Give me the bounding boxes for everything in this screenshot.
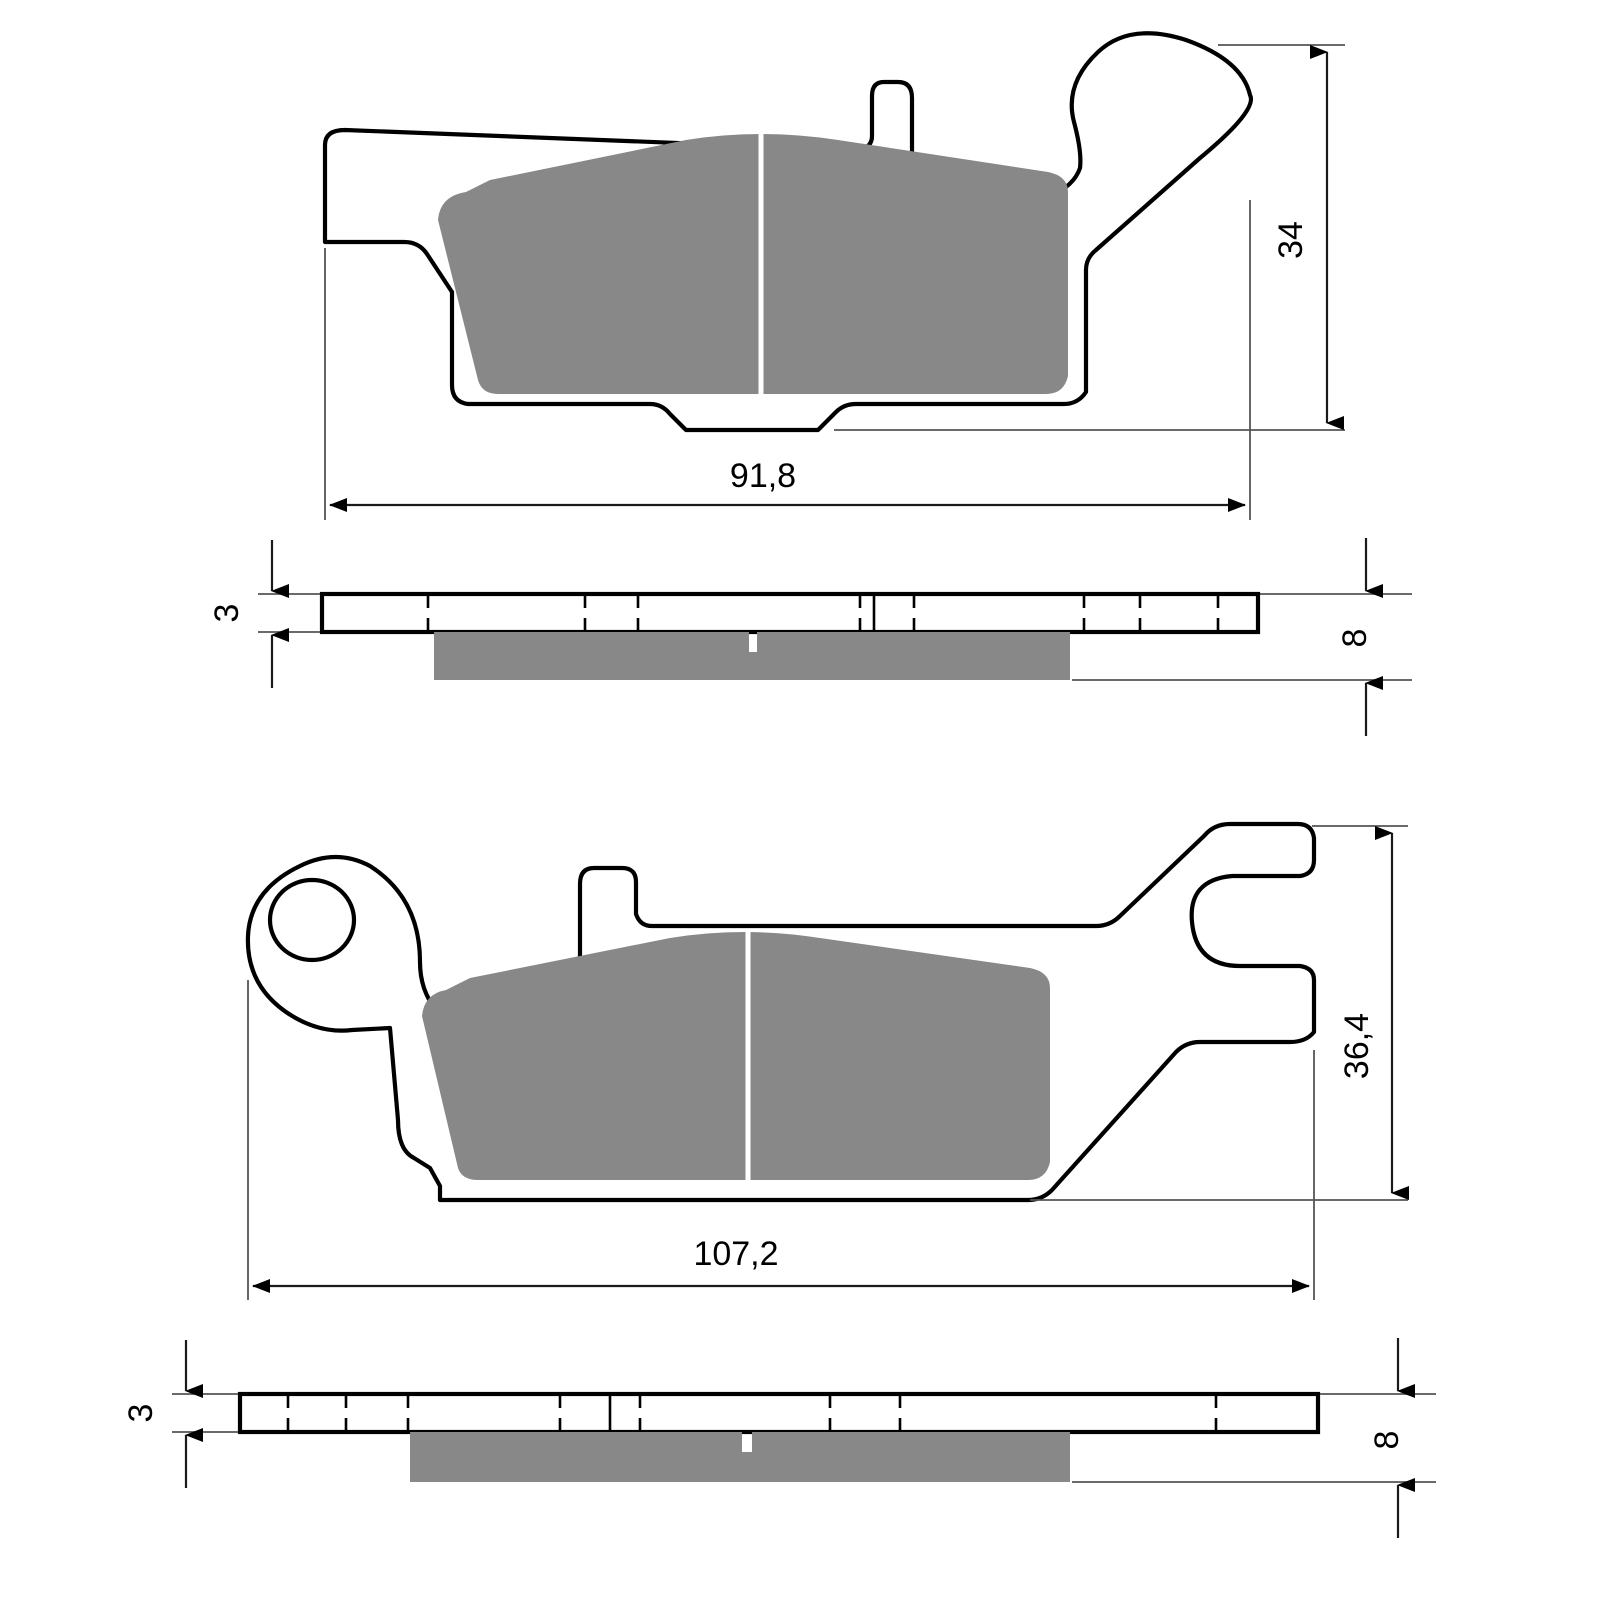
pad-a-side-friction-material	[434, 632, 1070, 680]
pad-b-height-label: 36,4	[1338, 1013, 1376, 1079]
view-pad-b-side: 3 8	[122, 1338, 1436, 1538]
pad-b-friction-material	[422, 932, 1050, 1180]
pad-b-side-backing-plate	[237, 1391, 1321, 1435]
pad-b-thk8-label: 8	[1368, 1431, 1406, 1450]
pad-a-width-label: 91,8	[730, 457, 796, 495]
pad-b-mounting-hole	[267, 877, 357, 963]
pad-a-friction-material	[438, 134, 1068, 394]
view-pad-a-side: 3 8	[208, 538, 1412, 736]
pad-b-side-friction-material	[410, 1432, 1070, 1482]
view-pad-b-front: 107,2 36,4	[245, 821, 1409, 1300]
view-pad-a-front: 91,8 34	[322, 31, 1345, 520]
pad-a-thk8-label: 8	[1336, 629, 1374, 648]
pad-a-thk3-label: 3	[208, 604, 246, 623]
pad-a-side-backing-plate	[319, 591, 1261, 635]
pad-a-height-label: 34	[1272, 221, 1310, 259]
pad-b-thk3-label: 3	[122, 1404, 160, 1423]
pad-b-width-label: 107,2	[693, 1235, 778, 1273]
